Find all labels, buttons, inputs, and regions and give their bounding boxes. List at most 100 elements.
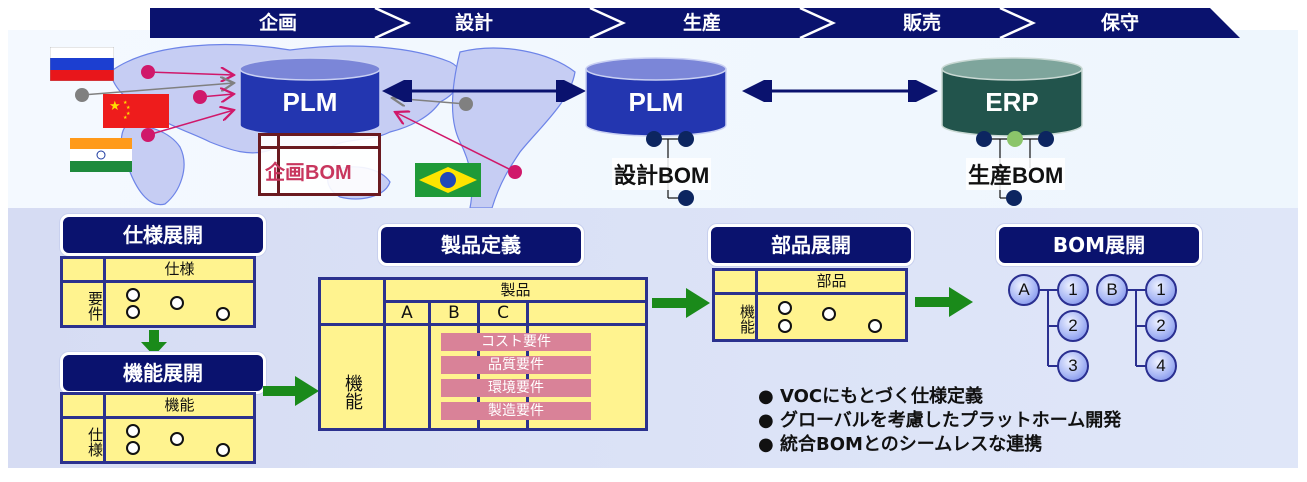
matrix-corner-cell xyxy=(63,259,103,280)
phase-planning: 企画 xyxy=(258,12,297,34)
down-flow-arrow-icon xyxy=(141,330,167,356)
product-def-header: 製品定義 xyxy=(378,224,584,266)
part-col-header: 部品 xyxy=(758,271,905,292)
bom-deploy-header: BOM展開 xyxy=(996,224,1202,266)
bom-node-b-child: 1 xyxy=(1145,274,1177,306)
brazil-link-arrow xyxy=(395,112,516,173)
phase-band-shape xyxy=(150,8,1240,38)
product-b-header: B xyxy=(431,303,477,323)
design-bom-label: 設計BOM xyxy=(612,158,712,190)
erp-label: ERP xyxy=(985,87,1039,117)
matrix-corner-cell xyxy=(715,271,755,292)
bom-node-a-child: 2 xyxy=(1057,310,1089,342)
brazil-node xyxy=(508,165,522,179)
phase-separator-chevron xyxy=(999,8,1037,38)
brazil-flag-icon xyxy=(415,163,481,197)
phase-separator-chevron xyxy=(589,8,627,38)
system-link-arrows xyxy=(382,80,938,102)
mark-circle xyxy=(170,296,184,310)
europe-node xyxy=(75,88,89,102)
bom-node-root-b: B xyxy=(1096,274,1128,306)
svg-text:★: ★ xyxy=(126,105,131,111)
plm-global-database[interactable]: PLM xyxy=(238,57,382,139)
spec-col-header: 仕様 xyxy=(106,259,253,280)
database-cylinder-icon xyxy=(941,57,1083,137)
bom-node-a-child: 1 xyxy=(1057,274,1089,306)
china-flag-icon: ★ ★ ★ ★ ★ xyxy=(103,94,169,128)
func-deploy-header: 機能展開 xyxy=(60,352,266,394)
bom-node-b-child: 4 xyxy=(1145,350,1177,382)
india-node xyxy=(141,128,155,142)
phase-flow-band xyxy=(150,8,1240,38)
spec-value-cell xyxy=(106,283,253,325)
mark-circle xyxy=(778,301,792,315)
right-flow-arrow-icon xyxy=(263,376,319,406)
russia-flag-icon xyxy=(50,47,114,81)
spec-deploy-matrix: 仕様 要件 xyxy=(60,256,256,328)
production-bom-tree-icon xyxy=(976,131,1054,206)
product-c-header: C xyxy=(480,303,526,323)
plm-global-label: PLM xyxy=(282,87,338,117)
requirement-bar-quality: 品質要件 xyxy=(441,356,591,374)
product-a-header: A xyxy=(386,303,428,323)
part-row-header: 機能 xyxy=(715,295,756,339)
planning-bom-box: 企画BOM xyxy=(258,133,381,196)
product-def-matrix: 製品 A B C 機能 コスト要件 品質要件 環境要件 製造要件 xyxy=(318,277,648,431)
part-deploy-header: 部品展開 xyxy=(708,224,914,266)
right-flow-arrow-icon xyxy=(652,288,710,318)
planning-bom-label: 企画BOM xyxy=(265,162,352,184)
mark-circle xyxy=(216,443,230,457)
requirement-bar-environment: 環境要件 xyxy=(441,379,591,397)
part-deploy-matrix: 部品 機能 xyxy=(712,268,908,342)
plm-design-label: PLM xyxy=(628,87,684,117)
product-extra-header xyxy=(529,303,645,323)
india-link-arrow xyxy=(147,110,234,136)
func-deploy-matrix: 機能 仕様 xyxy=(60,392,256,464)
bullet-item: VOCにもとづく仕様定義 xyxy=(758,385,1121,409)
func-value-cell xyxy=(106,419,253,461)
spec-row-header: 要件 xyxy=(63,283,104,325)
mark-circle xyxy=(126,288,140,302)
phase-design: 設計 xyxy=(454,12,493,34)
mark-circle xyxy=(170,432,184,446)
function-row-header: 機能 xyxy=(321,326,383,428)
bom-node-root-a: A xyxy=(1008,274,1040,306)
mark-circle xyxy=(822,307,836,321)
europe-link-arrow xyxy=(81,83,234,96)
phase-sales: 販売 xyxy=(902,12,941,34)
bullet-item: 統合BOMとのシームレスな連携 xyxy=(758,433,1121,457)
requirement-bar-manufacturing: 製造要件 xyxy=(441,402,591,420)
requirement-bar-cost: コスト要件 xyxy=(441,333,591,351)
phase-production: 生産 xyxy=(682,12,721,34)
mark-circle xyxy=(868,319,882,333)
mark-circle xyxy=(126,441,140,455)
mark-circle xyxy=(778,319,792,333)
spec-deploy-header: 仕様展開 xyxy=(60,214,266,256)
phase-separator-chevron xyxy=(799,8,837,38)
func-row-header: 仕様 xyxy=(63,419,104,461)
func-col-header: 機能 xyxy=(106,395,253,416)
china-node xyxy=(193,90,207,104)
bom-node-a-child: 3 xyxy=(1057,350,1089,382)
russia-node xyxy=(141,65,155,79)
phase-maintenance: 保守 xyxy=(1100,12,1139,34)
matrix-corner-cell xyxy=(321,280,383,323)
svg-text:★: ★ xyxy=(123,100,128,106)
product-a-cell xyxy=(386,326,428,428)
matrix-corner-cell xyxy=(63,395,103,416)
mark-circle xyxy=(126,305,140,319)
bullet-item: グローバルを考慮したプラットホーム開発 xyxy=(758,409,1121,433)
bom-node-b-child: 2 xyxy=(1145,310,1177,342)
mark-circle xyxy=(216,307,230,321)
plm-design-database[interactable]: PLM xyxy=(584,57,728,139)
phase-separator-chevron xyxy=(374,8,412,38)
mark-circle xyxy=(126,424,140,438)
feature-bullet-list: VOCにもとづく仕様定義 グローバルを考慮したプラットホーム開発 統合BOMとの… xyxy=(758,385,1121,457)
product-col-header: 製品 xyxy=(386,280,645,300)
svg-text:★: ★ xyxy=(109,99,121,114)
svg-text:★: ★ xyxy=(123,115,128,121)
india-flag-icon xyxy=(70,138,132,172)
part-value-cell xyxy=(758,295,905,339)
erp-database[interactable]: ERP xyxy=(940,57,1084,139)
right-flow-arrow-icon xyxy=(915,287,973,317)
